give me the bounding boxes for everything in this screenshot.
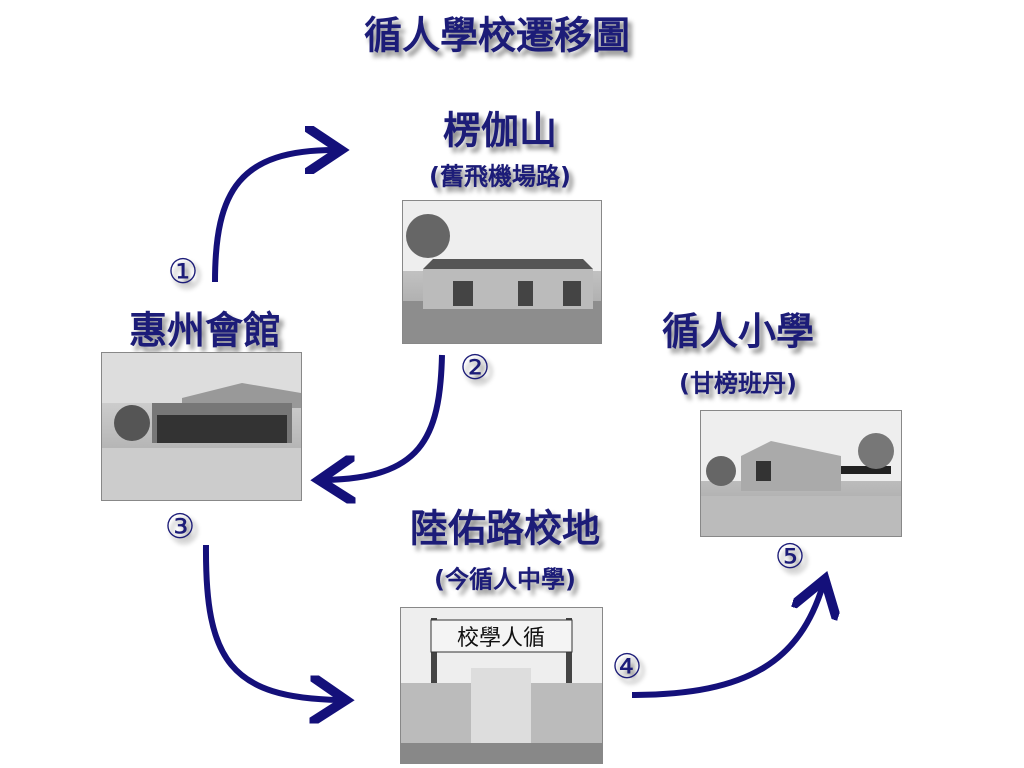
photo-huizhou-association bbox=[101, 352, 302, 501]
step-3: ③ bbox=[164, 507, 196, 547]
step-2: ② bbox=[459, 348, 491, 388]
arrow-1 bbox=[212, 150, 335, 283]
photo-lengjiashan bbox=[402, 200, 602, 344]
arrow-4 bbox=[631, 585, 823, 698]
location-1-name: 惠州會館 bbox=[128, 308, 282, 353]
photo-primary-school bbox=[700, 410, 902, 537]
location-3-name: 陸佑路校地 bbox=[409, 506, 601, 551]
school-sign-text: 校學人循 bbox=[457, 626, 545, 651]
location-2-note: (舊飛機場路) bbox=[429, 162, 571, 191]
step-5: ⑤ bbox=[774, 537, 806, 577]
location-2-name: 楞伽山 bbox=[442, 108, 558, 153]
location-3-note: (今循人中學) bbox=[434, 565, 576, 594]
location-5-note: (甘榜班丹) bbox=[679, 369, 797, 398]
arrow-2 bbox=[325, 354, 445, 480]
step-4: ④ bbox=[611, 647, 643, 687]
location-5-name: 循人小學 bbox=[661, 309, 815, 354]
step-1: ① bbox=[167, 252, 199, 292]
photo-loke-yew-road-campus: 校學人循 bbox=[400, 607, 603, 764]
page-title: 循人學校遷移圖 bbox=[363, 13, 631, 58]
arrow-3 bbox=[202, 544, 340, 700]
